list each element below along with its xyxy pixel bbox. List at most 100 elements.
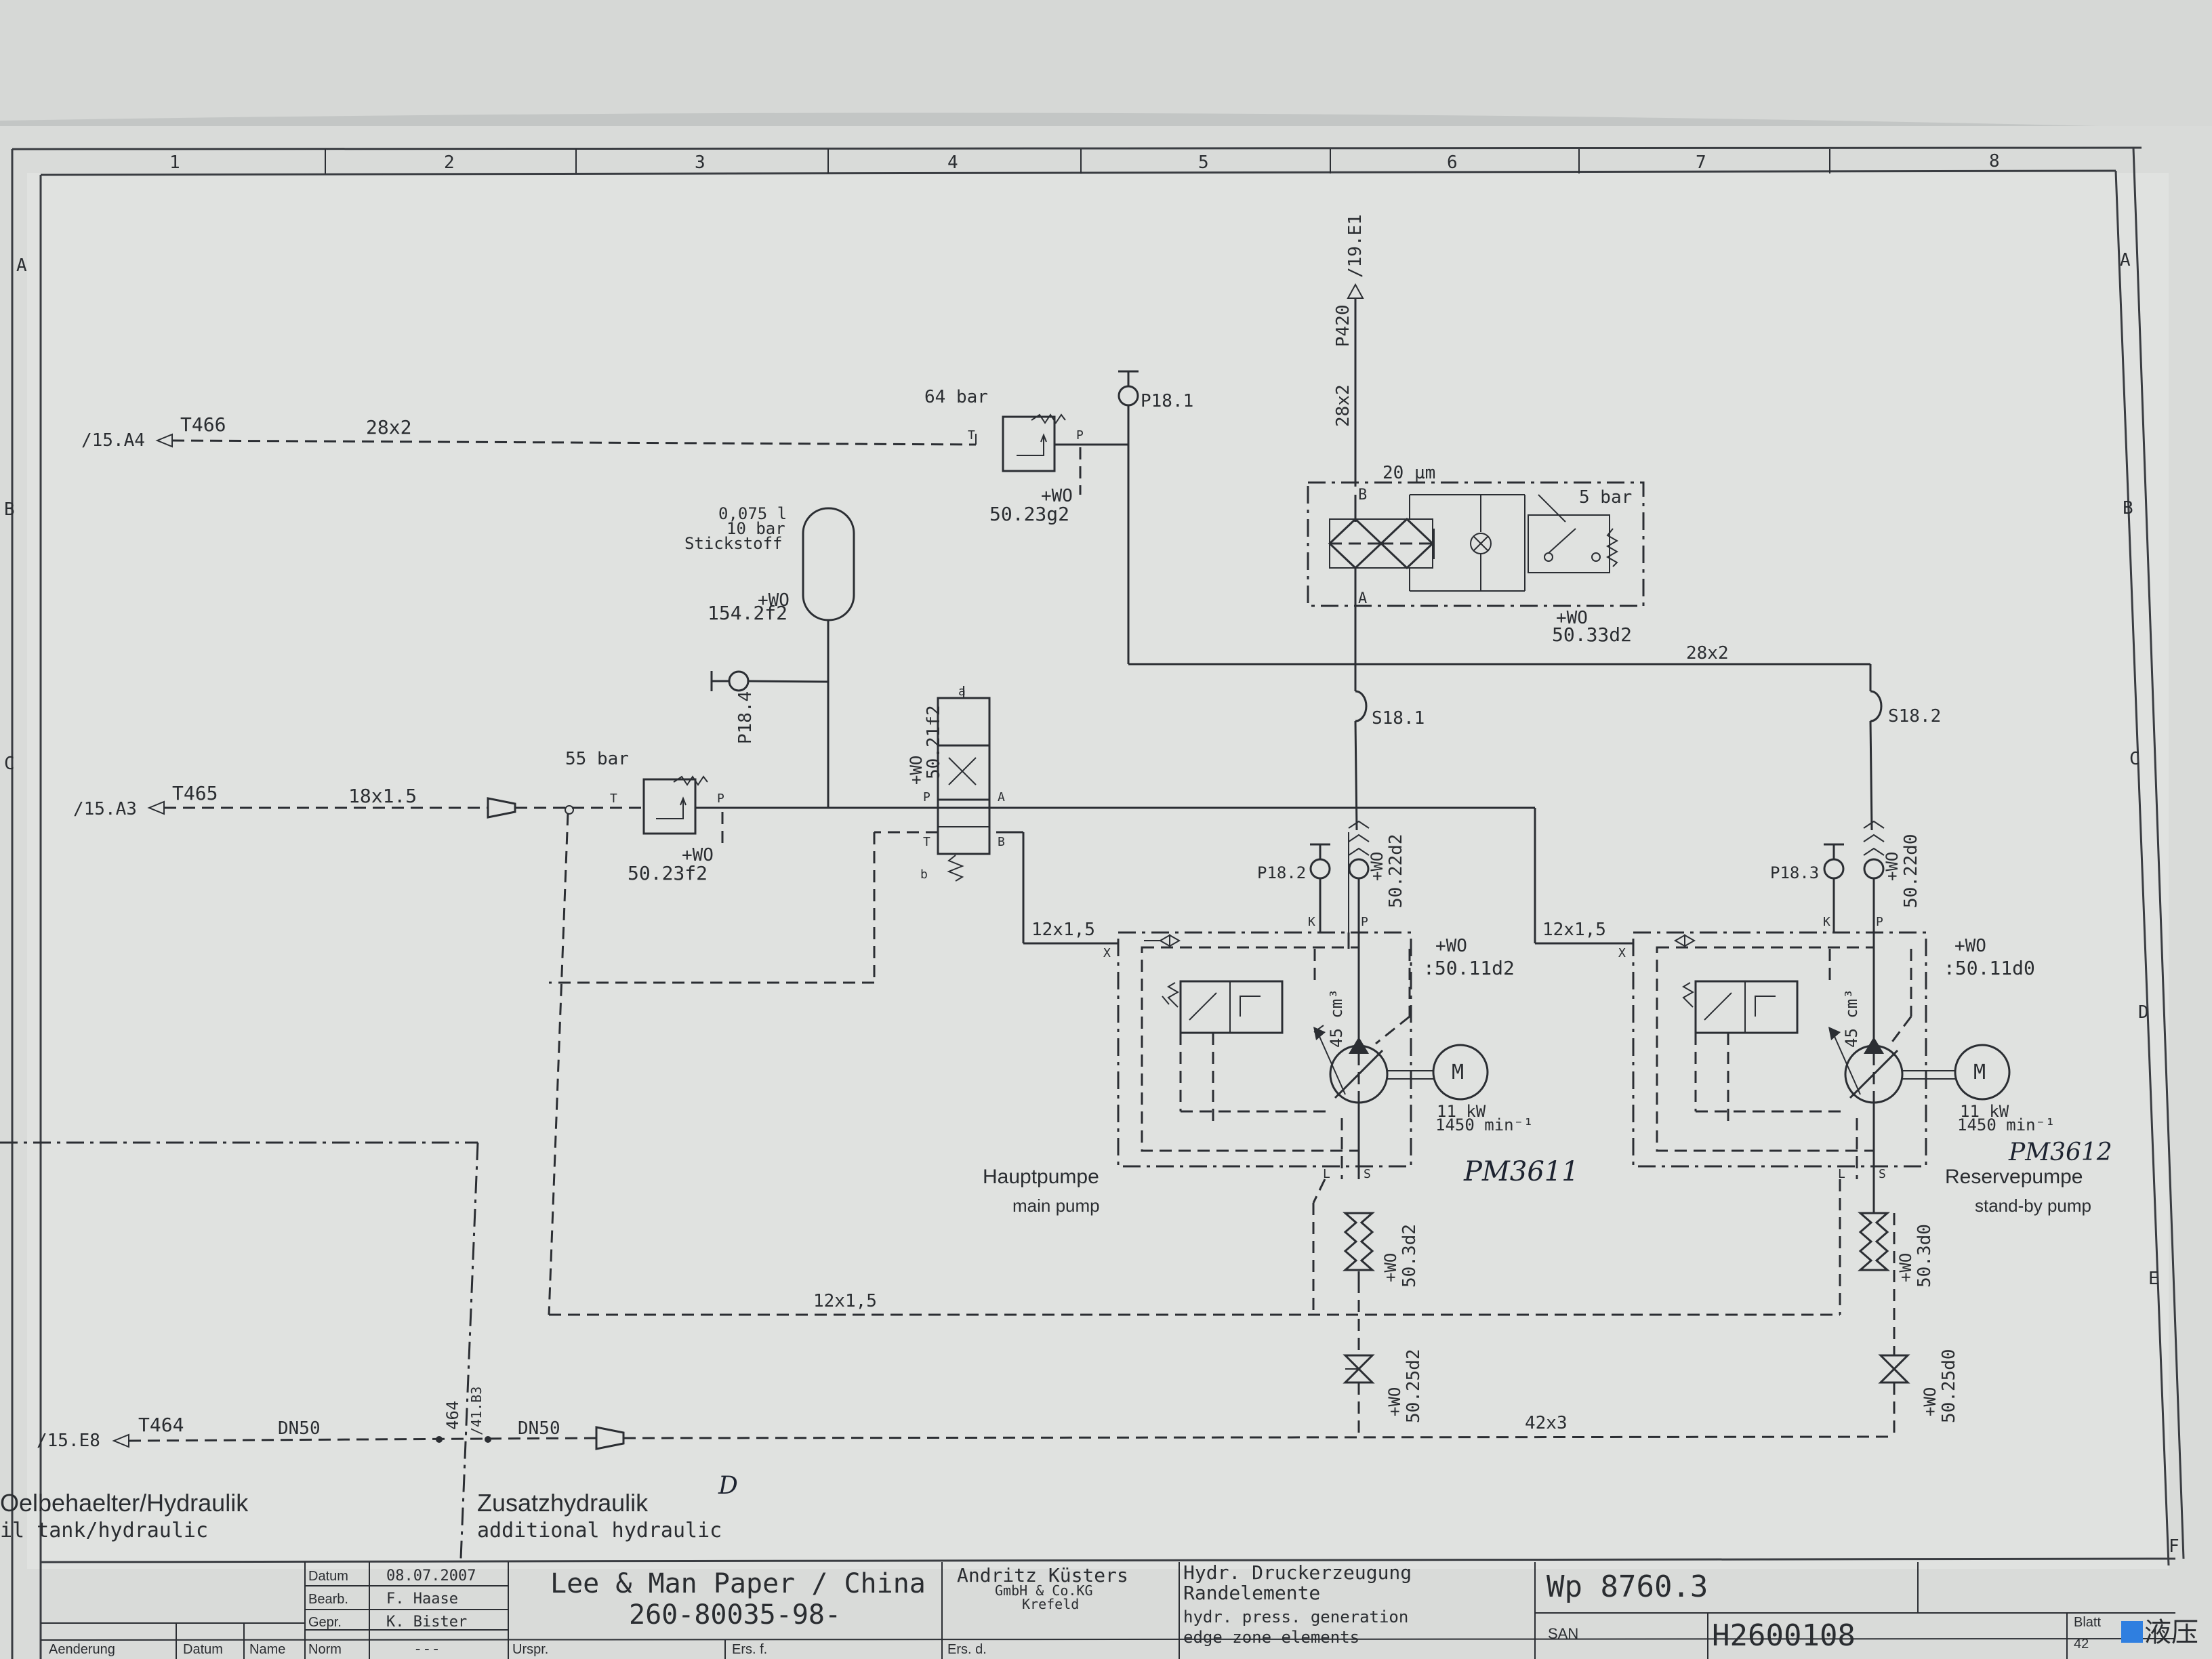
pressure-filter: B A 20 µm 5 bar +WO 50.33d2 <box>1307 463 1645 646</box>
components-main-pump-tag-label: :50.11d2 <box>1423 957 1515 979</box>
title-block-row-labels-1-label: Bearb. <box>308 1592 348 1607</box>
components-gauges-p181-label: P18.1 <box>1141 391 1193 411</box>
connections-t464-tag-label: T464 <box>138 1414 184 1436</box>
components-valve-port-b-label: B <box>998 835 1005 849</box>
title-block-row-values-1-label: F. Haase <box>386 1591 458 1607</box>
ball-valve-2: +WO 50.25d0 <box>1878 1349 1959 1437</box>
main-pump-assembly: X K P L S 45 cm³ M 11 kW 1450 min⁻¹ +WO … <box>983 915 1579 1315</box>
components-valve-port-p-label: P <box>923 790 930 804</box>
components-standby-pump-port-p-label: P <box>1876 915 1883 929</box>
top-sheet <box>0 0 2212 129</box>
components-comp2-tag-wo-label: +WO <box>1896 1253 1915 1282</box>
title-block-doc-no-label: 260-80035-98- <box>629 1599 841 1631</box>
components-relief-55-port-t-label: T <box>610 792 617 806</box>
components-main-pump-port-p-label: P <box>1361 915 1368 929</box>
title-block-bottom-labels-5-label: Ers. d. <box>947 1642 987 1657</box>
components-filter-port-a-label: A <box>1358 590 1367 607</box>
components-filter-tag-label: 50.33d2 <box>1552 623 1632 646</box>
components-comp2-tag-label: 50.3d0 <box>1914 1224 1935 1288</box>
components-hoses-s181-label: S18.1 <box>1372 708 1425 729</box>
components-standby-pump-name-en-label: stand-by pump <box>1975 1195 2091 1216</box>
components-hoses-s182-label: S18.2 <box>1888 706 1941 726</box>
components-filter-mesh-label: 20 µm <box>1382 463 1435 483</box>
title-block-bottom-labels-1-label: Datum <box>183 1642 223 1657</box>
components-filter-tag-wo-label: +WO <box>1556 608 1588 628</box>
connections-t466-ref-label: /15.A4 <box>81 430 145 451</box>
components-accumulator-tag-label: 154.2f2 <box>708 602 787 624</box>
check-valve-main: +WO 50.22d2 <box>1348 820 1406 933</box>
components-accumulator-pressure-label: 10 bar <box>726 519 785 538</box>
components-relief-55-port-p-label: P <box>717 792 724 806</box>
connections-t464-pipe2-label: DN50 <box>518 1418 560 1439</box>
components-comp1-tag-label: 50.3d2 <box>1399 1224 1420 1288</box>
gauge-p183: P18.3 <box>1770 843 1845 933</box>
connections-t466-tag-label: T466 <box>180 413 226 436</box>
components-relief-64-setting-label: 64 bar <box>924 387 988 407</box>
components-relief-64-port-p-label: P <box>1076 428 1084 443</box>
grid-columns-2-label: 3 <box>695 152 705 173</box>
gauge-p181: P18.1 <box>1118 370 1193 664</box>
components-valve-sol-b-label: b <box>920 867 928 882</box>
column-labels: 1 2 3 4 5 6 7 8 <box>169 151 2000 173</box>
components-valve-port-t-label: T <box>923 835 930 849</box>
components-relief-55-tag-label: 50.23f2 <box>628 862 708 884</box>
accumulator: 0,075 l 10 bar Stickstoff +WO 154.2f2 <box>684 504 855 808</box>
grid-columns-7-label: 8 <box>1989 151 2000 171</box>
components-gauges-p183-label: P18.3 <box>1770 863 1819 882</box>
components-pipes-p4-label: 28x2 <box>1686 643 1729 663</box>
line-p420: /19.E1 P420 28x2 <box>1333 214 1366 487</box>
title-block-wp-label: Wp 8760.3 <box>1547 1570 1708 1604</box>
connections-p420-ref-label: /19.E1 <box>1345 214 1366 278</box>
components-main-pump-port-k-label: K <box>1308 915 1315 929</box>
grid-columns-5-label: 6 <box>1447 152 1458 173</box>
components-main-pump-name-de-label: Hauptpumpe <box>983 1166 1099 1188</box>
components-ball2-tag-wo-label: +WO <box>1921 1387 1940 1416</box>
grid-rows-0-label: A <box>16 255 27 276</box>
relief-valve-64bar: 64 bar T P +WO 50.23g2 <box>924 387 1128 525</box>
solenoid-valve: +WO 50.21f2 P A T B a b <box>549 684 1535 984</box>
grid-rows-1-label: B <box>2123 498 2133 518</box>
title-block-bottom-labels-0-label: Aenderung <box>49 1642 115 1657</box>
title-block-title-en1-label: hydr. press. generation <box>1183 1607 1408 1626</box>
components-standby-pump-power-label: 11 kW <box>1960 1102 2009 1121</box>
components-check2-tag-label: 50.22d0 <box>1901 834 1921 908</box>
grid-columns-3-label: 4 <box>947 152 958 173</box>
line-t466: /15.A4 T466 28x2 <box>81 413 977 451</box>
connections-t465-pipe-label: 18x1.5 <box>348 785 417 807</box>
components-standby-pump-tag-label: :50.11d0 <box>1944 957 2035 979</box>
components-standby-pump-port-l-label: L <box>1838 1167 1845 1181</box>
drawing-frame <box>11 146 2185 1659</box>
title-block-title-de2-label: Randelemente <box>1183 1582 1320 1604</box>
components-main-pump-port-l-label: L <box>1323 1167 1330 1181</box>
areas-right-de-label: Zusatzhydraulik <box>477 1489 649 1517</box>
title-block-blatt-label-label: Blatt <box>2074 1615 2101 1630</box>
components-standby-pump-port-s-label: S <box>1879 1167 1886 1181</box>
title-block-san-label-label: SAN <box>1548 1625 1578 1642</box>
title-block-title-de1-label: Hydr. Druckerzeugung <box>1183 1561 1412 1584</box>
relief-valve-55bar: 55 bar T P +WO 50.23f2 <box>565 749 928 884</box>
components-comp1-tag-wo-label: +WO <box>1381 1253 1400 1282</box>
components-main-pump-power-label: 11 kW <box>1437 1102 1486 1121</box>
components-valve-sol-a-label: a <box>958 684 966 699</box>
watermark: 液压 <box>2121 1618 2198 1647</box>
connections-t464-pipe-label: DN50 <box>278 1418 321 1439</box>
title-block-bottom-labels-3-label: Urspr. <box>512 1642 548 1657</box>
components-relief-64-port-t-label: T <box>968 428 975 443</box>
components-gauges-p182-label: P18.2 <box>1257 863 1306 882</box>
components-main-pump-name-en-label: main pump <box>1012 1195 1100 1216</box>
title-block-row-labels-2-label: Gepr. <box>308 1615 342 1630</box>
components-relief-64-tag-label: 50.23g2 <box>989 503 1069 525</box>
components-main-pump-handwritten-label: PM3611 <box>1463 1156 1579 1187</box>
components-main-pump-speed-label: 1450 min⁻¹ <box>1435 1115 1534 1134</box>
title-block-row-values-0-label: 08.07.2007 <box>386 1568 476 1584</box>
connections-t464-ref-label: /15.E8 <box>37 1431 100 1451</box>
connections-t466-pipe-label: 28x2 <box>366 416 411 438</box>
grid-rows-1-label: B <box>4 499 15 520</box>
components-filter-switch-label: 5 bar <box>1579 487 1632 508</box>
standby-pump-assembly: X K P L S 45 cm³ M 11 kW 1450 min⁻¹ +WO … <box>1618 915 2112 1315</box>
line-t464: /15.E8 T464 DN50 DN50 42x3 464 /41.B3 <box>37 1387 1895 1451</box>
components-standby-pump-speed-label: 1450 min⁻¹ <box>1957 1115 2055 1134</box>
components-standby-pump-motor-label: M <box>1973 1061 1986 1084</box>
components-accumulator-gas-label: Stickstoff <box>684 534 783 553</box>
grid-columns-1-label: 2 <box>444 152 455 173</box>
